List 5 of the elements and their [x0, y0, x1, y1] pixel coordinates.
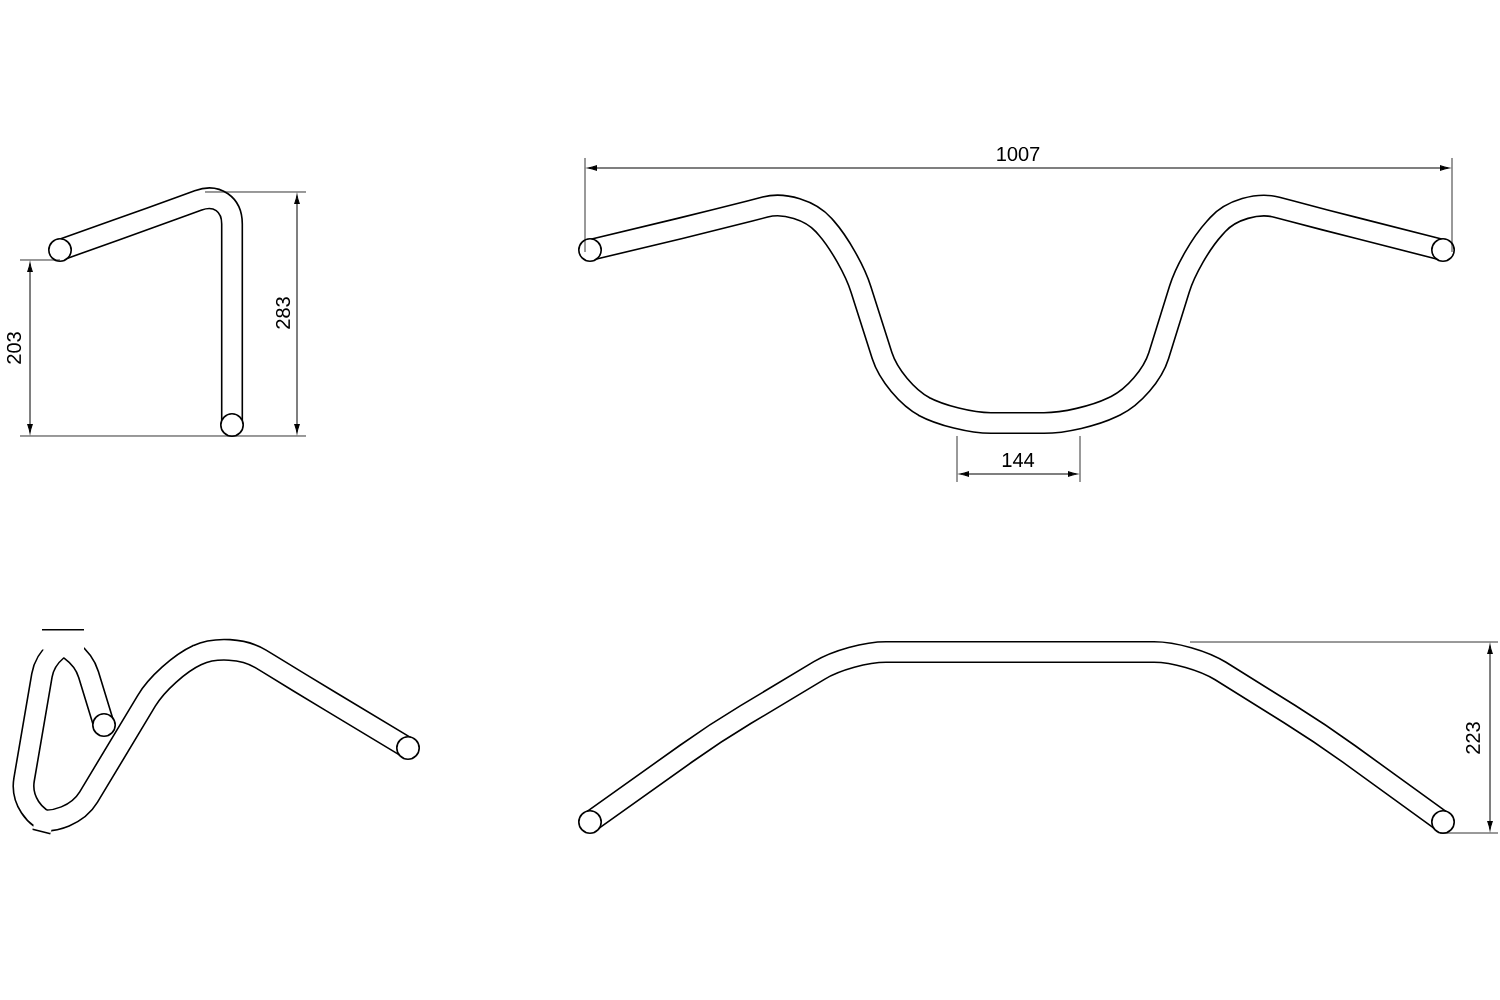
dimension-label: 1007 [997, 146, 1040, 162]
dimension-label: 283 [275, 297, 291, 329]
dimension-label: 223 [1465, 722, 1481, 754]
dimension-label: 144 [1002, 453, 1035, 467]
dimension-label: 203 [6, 332, 22, 364]
